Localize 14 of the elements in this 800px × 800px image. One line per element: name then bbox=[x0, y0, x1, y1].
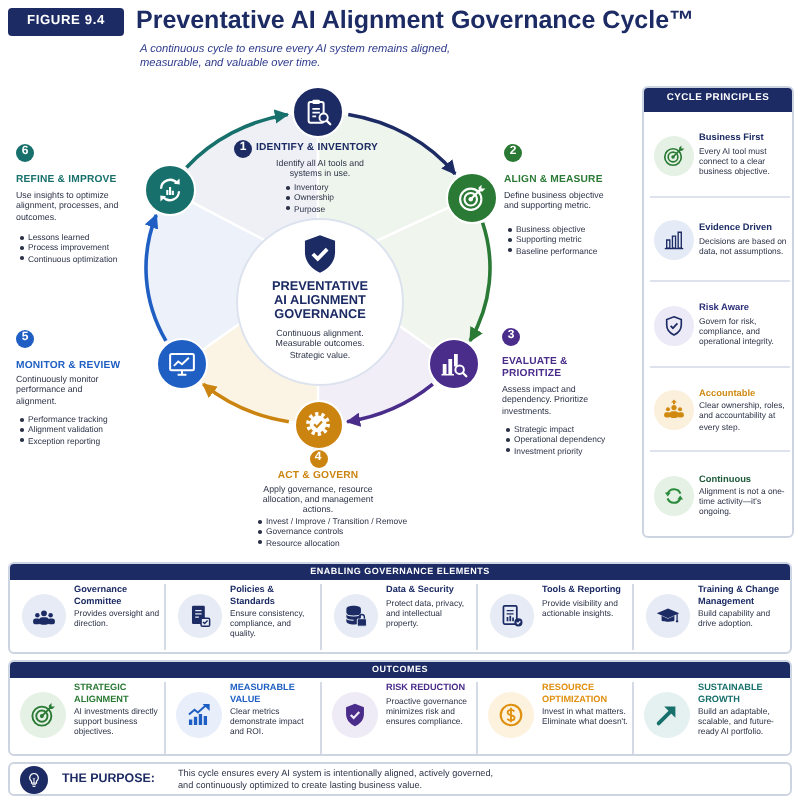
title: Preventative AI Alignment Governance Cycle™ bbox=[136, 6, 695, 36]
cycle-arrow bbox=[202, 382, 290, 424]
step-circle bbox=[292, 86, 344, 138]
cycle-arrow bbox=[144, 213, 168, 342]
step-circle bbox=[143, 164, 196, 216]
cycle-arrow bbox=[347, 112, 457, 176]
principles-panel bbox=[642, 86, 794, 538]
enablers-panel bbox=[8, 562, 792, 654]
outcomes-panel bbox=[8, 660, 792, 756]
cycle-arrow bbox=[468, 222, 492, 343]
purpose-box bbox=[8, 762, 792, 796]
step-circle bbox=[156, 338, 209, 391]
cycle-arrow bbox=[345, 382, 434, 427]
cycle-arrow bbox=[185, 110, 290, 169]
